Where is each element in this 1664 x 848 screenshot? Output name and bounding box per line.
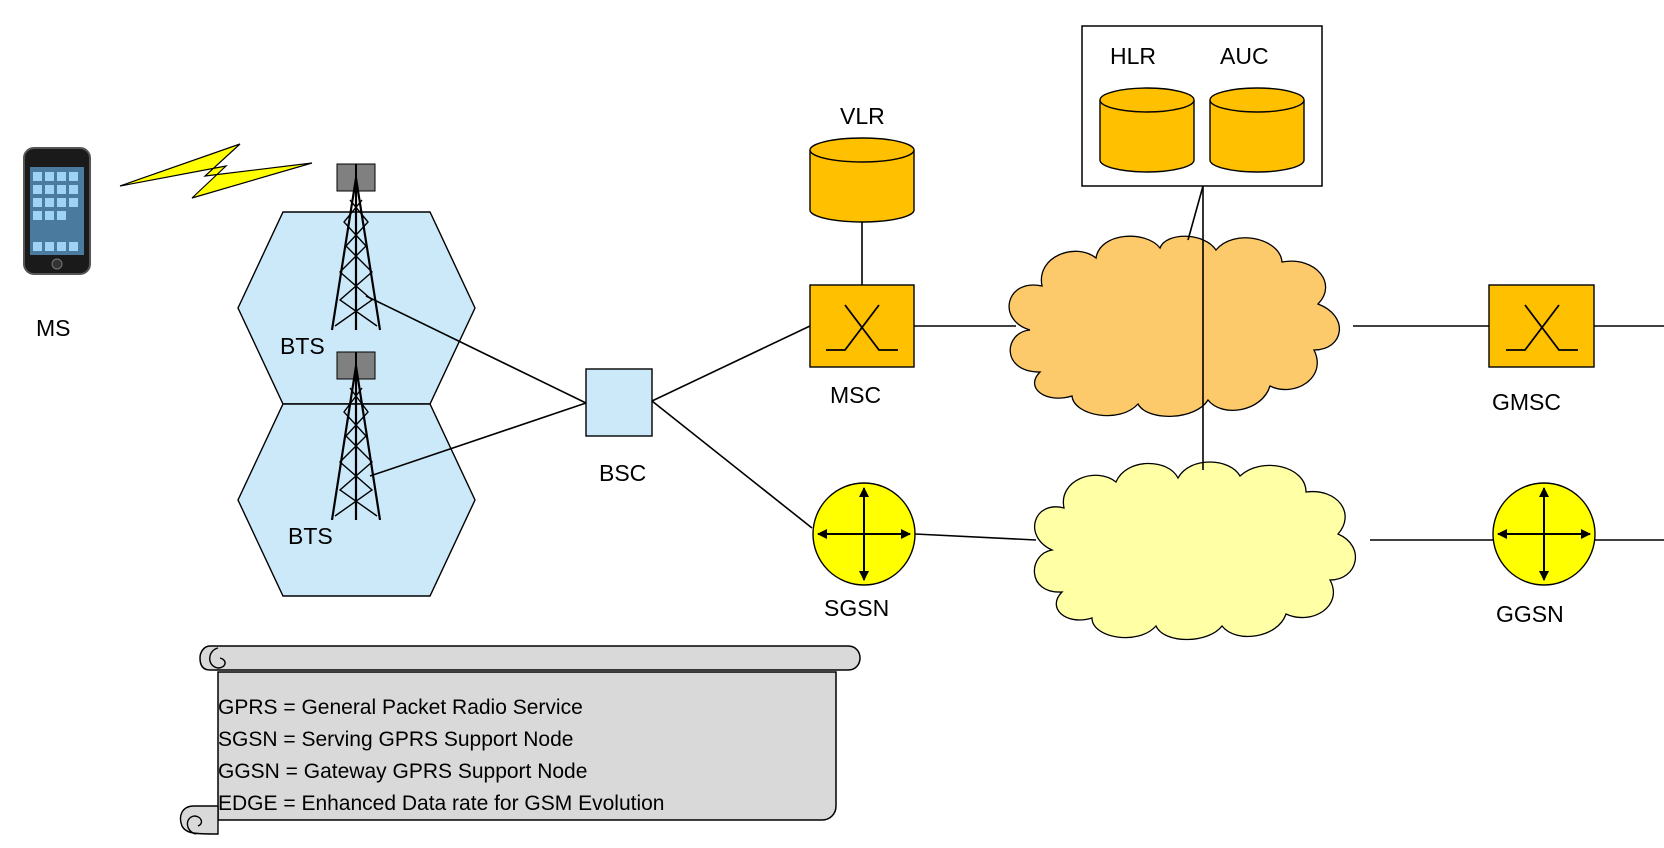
msc-label: MSC: [830, 382, 881, 408]
legend-line-edge: EDGE = Enhanced Data rate for GSM Evolut…: [218, 792, 664, 815]
ms-label: MS: [36, 315, 71, 341]
hlr-database-icon: [1099, 87, 1195, 173]
bts-bottom-label: BTS: [288, 523, 333, 549]
auc-database-icon: [1209, 87, 1305, 173]
gmsc-switch-icon: [1488, 284, 1595, 368]
sgsn-router-icon: [812, 482, 916, 586]
hlr-label: HLR: [1110, 43, 1156, 69]
link-bsc-sgsn: [651, 400, 813, 529]
vlr-label: VLR: [840, 103, 885, 129]
circuit-core-cloud: [1008, 235, 1340, 417]
lightning-bolt-icon: [119, 143, 313, 199]
cell-tower-icon: [330, 163, 382, 331]
gmsc-label: GMSC: [1492, 389, 1561, 415]
legend-line-ggsn: GGSN = Gateway GPRS Support Node: [218, 760, 587, 783]
smartphone-icon: [23, 147, 91, 275]
bts-top-label: BTS: [280, 333, 325, 359]
sgsn-label: SGSN: [824, 595, 889, 621]
legend-line-sgsn: SGSN = Serving GPRS Support Node: [218, 728, 573, 751]
link-bsc-msc: [651, 325, 811, 402]
cell-tower-icon: [330, 351, 382, 521]
link-sgsn-cloud: [914, 533, 1037, 541]
vlr-database-icon: [809, 137, 915, 223]
auc-label: AUC: [1220, 43, 1269, 69]
ggsn-label: GGSN: [1496, 601, 1564, 627]
bsc-label: BSC: [599, 460, 646, 486]
legend-scroll: GPRS = General Packet Radio Service SGSN…: [179, 645, 861, 835]
bsc-box: [585, 368, 653, 437]
link-bts-bsc-top: [365, 295, 587, 404]
msc-switch-icon: [809, 284, 915, 368]
ggsn-router-icon: [1492, 482, 1596, 586]
link-hlr-circuit: [1187, 185, 1204, 241]
link-bts-bsc-bottom: [369, 402, 587, 477]
packet-core-cloud: [1033, 461, 1356, 641]
legend-line-gprs: GPRS = General Packet Radio Service: [218, 696, 583, 719]
